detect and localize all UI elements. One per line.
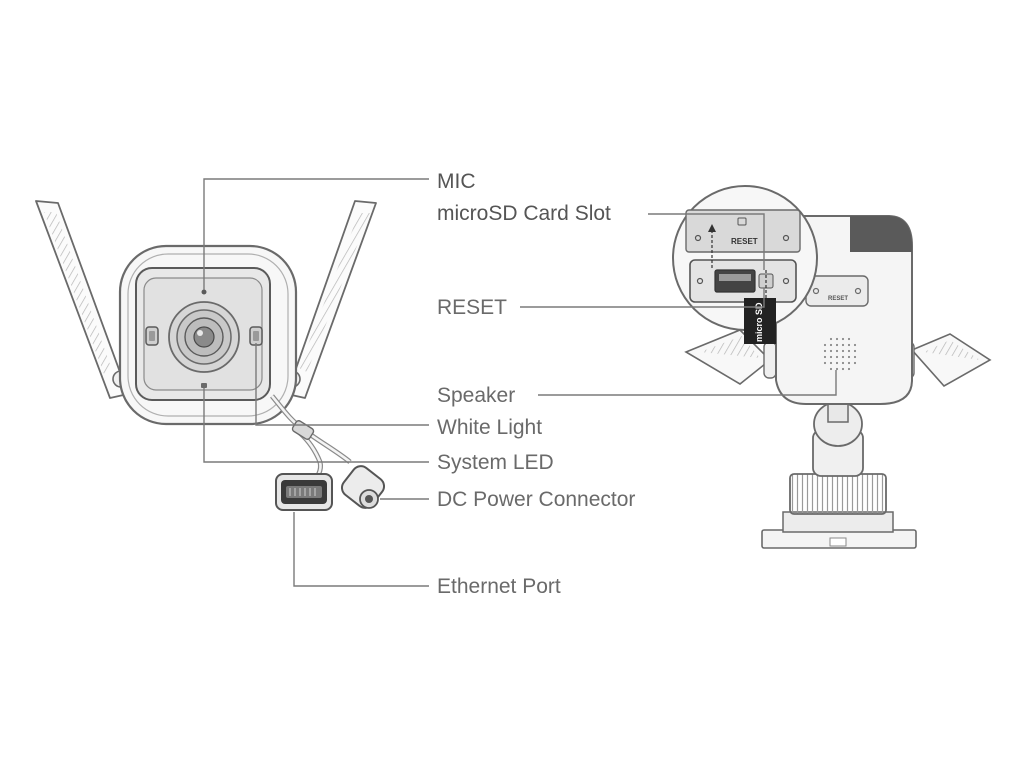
label-reset: RESET: [437, 296, 508, 319]
sd-card: micro SD: [744, 298, 776, 344]
speaker-grille: [821, 335, 859, 373]
side-camera: RESET RESET micro SD: [672, 185, 992, 549]
label-speaker: Speaker: [437, 384, 516, 407]
right-antenna: [286, 200, 377, 399]
sd-card-text: micro SD: [754, 302, 764, 342]
label-system-led: System LED: [437, 451, 554, 474]
ethernet-plug: [275, 473, 333, 511]
microsd-leader: [648, 213, 765, 270]
system-led-leader: [203, 388, 429, 463]
camera-cable: [270, 394, 352, 486]
system-led: [201, 383, 207, 388]
leader-lines: [203, 178, 837, 587]
label-microsd-slot: microSD Card Slot: [437, 202, 611, 225]
label-mic: MIC: [437, 170, 476, 193]
left-antenna: [35, 200, 129, 399]
mic-hole: [201, 289, 207, 295]
label-dc-power: DC Power Connector: [437, 488, 636, 511]
zoom-inset: RESET micro SD: [672, 185, 818, 344]
mic-leader: [203, 178, 429, 290]
ethernet-leader: [293, 512, 429, 587]
camera-lens: [168, 301, 240, 373]
mount-base: [761, 399, 917, 549]
white-light-leader: [255, 343, 429, 426]
label-ethernet: Ethernet Port: [437, 575, 561, 598]
dc-plug: [340, 465, 386, 509]
front-camera: [35, 200, 386, 511]
speaker-leader: [538, 370, 837, 396]
reset-leader: [520, 288, 765, 308]
body-reset-mark: RESET: [828, 296, 848, 302]
inset-reset-mark: RESET: [731, 237, 758, 246]
label-white-light: White Light: [437, 416, 543, 439]
